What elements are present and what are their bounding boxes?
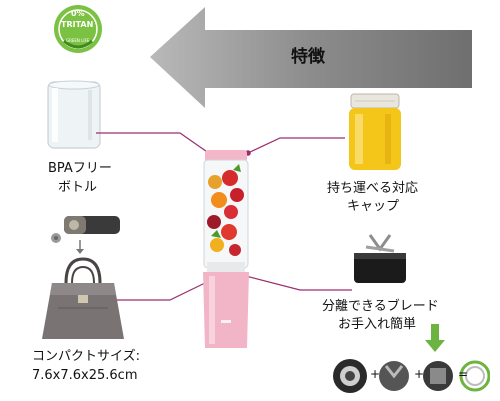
arrow-left-icon — [150, 7, 472, 108]
banner-title: 特徴 — [291, 47, 325, 67]
green-arrow-icon — [425, 324, 445, 352]
down-arrow-icon — [75, 240, 85, 254]
blade-label-line2: お手入れ簡単 — [338, 317, 417, 332]
size-label-line1: コンパクトサイズ: — [32, 349, 140, 364]
blender-image — [197, 150, 255, 350]
size-label-line2: 7.6x7.6x25.6cm — [32, 368, 138, 383]
arrow-banner — [150, 0, 500, 120]
bottle-image — [44, 80, 104, 150]
equals-operator: = — [458, 367, 469, 381]
cap-label-line2: キャップ — [347, 199, 400, 214]
badge-sub: GREEN LIFE — [66, 38, 90, 43]
cap-image — [345, 92, 405, 174]
plus-operator-2: + — [414, 367, 425, 381]
parts-row — [330, 356, 490, 396]
bottle-label-line1: BPAフリー — [48, 161, 112, 176]
cap-label-line1: 持ち運べる対応 — [327, 181, 419, 196]
small-parts-image — [50, 212, 128, 246]
blade-label-line1: 分離できるブレード — [322, 299, 439, 314]
tritan-badge — [52, 3, 104, 55]
plus-operator-1: + — [370, 367, 381, 381]
blade-image — [350, 231, 410, 287]
badge-percent: 0% — [71, 9, 85, 18]
bottle-label-line2: ボトル — [58, 180, 98, 195]
badge-brand: TRITAN — [61, 20, 94, 29]
handbag-image — [38, 253, 128, 343]
